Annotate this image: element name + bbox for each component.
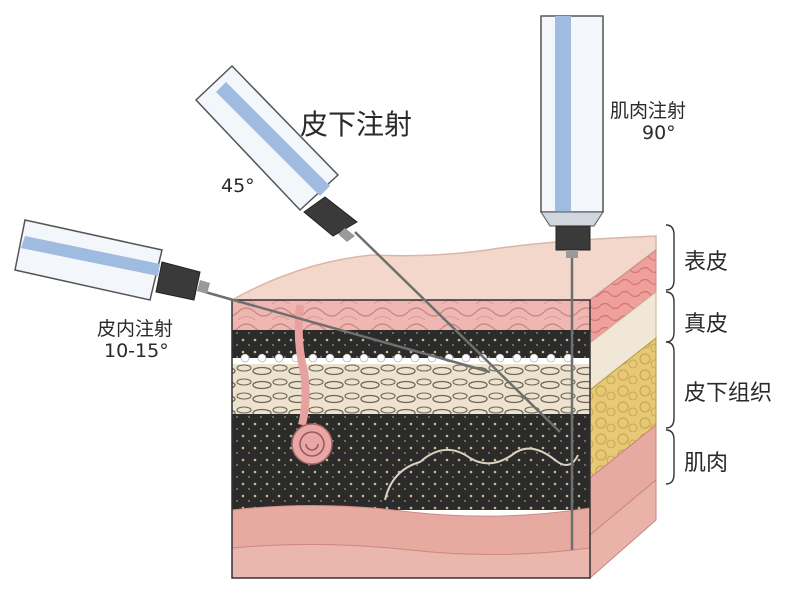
intramuscular-title: 肌肉注射: [610, 100, 687, 122]
subcutaneous-angle: 45°: [221, 175, 255, 197]
subcutaneous-needle: [354, 231, 561, 433]
epidermis-top-surface: [229, 235, 657, 301]
layer-label-subcutaneous-tissue: 皮下组织: [684, 381, 773, 406]
sweat-gland: [291, 304, 333, 465]
layer-brackets: [665, 224, 675, 485]
side-face-layers: [589, 248, 657, 580]
subcutaneous-syringe-icon: [194, 64, 358, 242]
intradermal-angle: 10-15°: [104, 340, 169, 362]
subcutaneous-title: 皮下注射: [300, 108, 413, 141]
intradermal-needle: [204, 290, 491, 374]
nerve-fiber: [384, 447, 579, 501]
intradermal-title: 皮内注射: [97, 318, 174, 340]
intramuscular-angle: 90°: [642, 122, 676, 144]
intradermal-syringe-icon: [14, 219, 210, 301]
intramuscular-syringe-icon: [540, 15, 604, 258]
front-face-layers: [231, 299, 591, 579]
layer-label-dermis: 真皮: [684, 312, 729, 337]
layer-label-muscle: 肌肉: [684, 451, 729, 476]
layer-label-epidermis: 表皮: [684, 250, 729, 275]
